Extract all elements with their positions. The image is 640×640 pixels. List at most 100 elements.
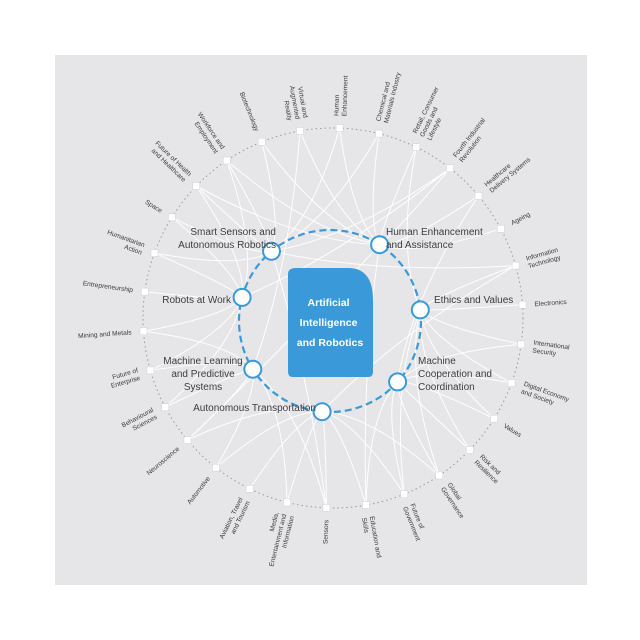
outer-node-label-line: Electronics (534, 299, 567, 308)
outer-node-label: Education andSkills (360, 516, 382, 560)
outer-node-label: InternationalSecurity (532, 339, 571, 359)
outer-node-future-of-government[interactable]: Future ofGovernment (400, 490, 429, 543)
outer-node-label-line: Mining and Metals (78, 329, 133, 340)
outer-node-fourth-industrial-revolution[interactable]: Fourth IndustrialRevolution (446, 117, 494, 173)
outer-node-marker (150, 249, 159, 257)
inner-node-ethics-and-values[interactable]: Ethics and Values (410, 295, 514, 320)
outer-node-label: GlobalGovernance (439, 482, 472, 520)
outer-node-global-governance[interactable]: GlobalGovernance (435, 471, 472, 520)
inner-node-label-line: Smart Sensors and (190, 227, 276, 238)
outer-node-marker (139, 327, 148, 336)
link-12-3 (397, 381, 440, 476)
outer-node-behavioural-sciences[interactable]: BehaviouralSciences (121, 403, 169, 437)
outer-node-future-of-enterprise[interactable]: Future ofEnterprise (108, 366, 155, 390)
outer-node-label: Media,Entertainment andInformation (261, 511, 296, 569)
outer-node-healthcare-delivery-systems[interactable]: HealthcareDelivery Systems (474, 150, 533, 200)
outer-node-media-entertainment-and-information[interactable]: Media,Entertainment andInformation (261, 498, 296, 569)
link-28-1 (261, 141, 380, 246)
link-8-3 (397, 343, 522, 383)
outer-node-aviation-travel-and-tourism[interactable]: Aviation, Traveland Tourism (219, 485, 254, 543)
outer-node-label-line: Human (333, 94, 341, 116)
inner-node-label: Autonomous Transportation (193, 403, 316, 414)
outer-node-label: Chemical andMaterials Industry (375, 69, 402, 124)
outer-node-future-of-health-and-healthcare[interactable]: Future of Healthand Healthcare (148, 140, 201, 190)
inner-node-label-line: Ethics and Values (434, 295, 513, 306)
inner-node-autonomous-transportation[interactable]: Autonomous Transportation (193, 402, 332, 422)
outer-node-marker (362, 501, 370, 509)
outer-node-label: Entrepreneurship (82, 280, 133, 294)
outer-node-information-technology[interactable]: InformationTechnology (511, 246, 562, 270)
link-13-2 (399, 309, 421, 495)
outer-node-entrepreneurship[interactable]: Entrepreneurship (82, 280, 149, 296)
outer-node-label: BehaviouralSciences (121, 407, 159, 437)
outer-node-risk-and-resilience[interactable]: Risk andResilience (465, 446, 506, 486)
outer-node-values[interactable]: Values (490, 414, 523, 439)
outer-node-marker (161, 403, 169, 411)
outer-node-marker (223, 156, 231, 165)
outer-node-label-line: Ageing (510, 211, 532, 227)
outer-node-international-security[interactable]: InternationalSecurity (517, 339, 571, 359)
link-16-4 (286, 411, 323, 503)
inner-node-marker (370, 235, 390, 255)
outer-node-marker (375, 129, 383, 138)
inner-node-marker (232, 287, 252, 307)
inner-node-label: Ethics and Values (434, 295, 513, 306)
link-8-2 (419, 309, 522, 345)
outer-node-ageing[interactable]: Ageing (497, 211, 532, 233)
outer-node-education-and-skills[interactable]: Education andSkills (360, 501, 382, 561)
outer-ring (142, 127, 524, 509)
outer-node-marker (517, 340, 525, 349)
outer-node-marker (518, 300, 527, 309)
link-3-0 (271, 167, 451, 252)
outer-node-mining-and-metals[interactable]: Mining and Metals (78, 327, 148, 340)
outer-node-label-line: Neuroscience (146, 446, 182, 477)
outer-node-label: Risk andResilience (473, 453, 506, 485)
outer-node-marker (322, 504, 331, 512)
link-4-3 (397, 195, 479, 382)
inner-node-label-line: Human Enhancement (386, 227, 483, 238)
outer-node-marker (183, 436, 192, 444)
inner-node-label-line: Coordination (418, 382, 475, 393)
outer-node-digital-economy-and-society[interactable]: Digital Economyand Society (507, 379, 571, 412)
inner-node-robots-at-work[interactable]: Robots at Work (162, 287, 252, 307)
outer-node-marker (192, 182, 201, 190)
outer-node-biotechnology[interactable]: Biotechnology (238, 91, 266, 146)
outer-node-marker (507, 379, 516, 387)
outer-node-label-line: Biotechnology (238, 91, 260, 133)
outer-node-label-line: Space (144, 199, 164, 215)
outer-node-neuroscience[interactable]: Neuroscience (146, 436, 192, 477)
outer-node-label-line: Security (532, 347, 557, 357)
outer-node-label: Space (144, 199, 164, 215)
outer-node-label-line: Skills (360, 517, 370, 534)
outer-node-human-enhancement[interactable]: HumanEnhancement (333, 75, 350, 132)
outer-node-space[interactable]: Space (144, 199, 176, 222)
outer-node-virtual-and-augmented-reality[interactable]: Virtual andAugmentedReality (280, 84, 309, 135)
link-27-1 (226, 160, 380, 246)
outer-node-label-line: Automotive (186, 475, 212, 506)
outer-node-label: Digital Economyand Society (520, 381, 571, 412)
inner-node-marker (312, 402, 332, 422)
outer-node-label: Automotive (186, 475, 212, 506)
link-14-3 (365, 381, 398, 506)
outer-node-retail-consumer-goods-and-lifestyle[interactable]: Retail, ConsumerGoods andLifestyle (412, 85, 455, 151)
outer-node-workforce-and-employment[interactable]: Workforce andEmployment (189, 111, 231, 165)
core-label-line-3: and Robotics (297, 337, 364, 349)
inner-node-label-line: Robots at Work (162, 295, 232, 306)
outer-node-chemical-and-materials-industry[interactable]: Chemical andMaterials Industry (375, 69, 403, 138)
outer-node-humanitarian-action[interactable]: HumanitarianAction (104, 229, 159, 257)
inner-node-label: Robots at Work (162, 295, 232, 306)
inner-node-marker (262, 241, 281, 261)
outer-node-marker (245, 485, 254, 493)
outer-node-sensors[interactable]: Sensors (322, 504, 330, 544)
inner-node-label-line: Autonomous Robotics (178, 240, 276, 251)
inner-dashed-ring (237, 228, 423, 414)
core-node[interactable]: Artificial Intelligence and Robotics (288, 268, 373, 377)
outer-node-automotive[interactable]: Automotive (186, 463, 220, 506)
link-1-1 (372, 133, 381, 245)
outer-node-electronics[interactable]: Electronics (518, 299, 568, 309)
